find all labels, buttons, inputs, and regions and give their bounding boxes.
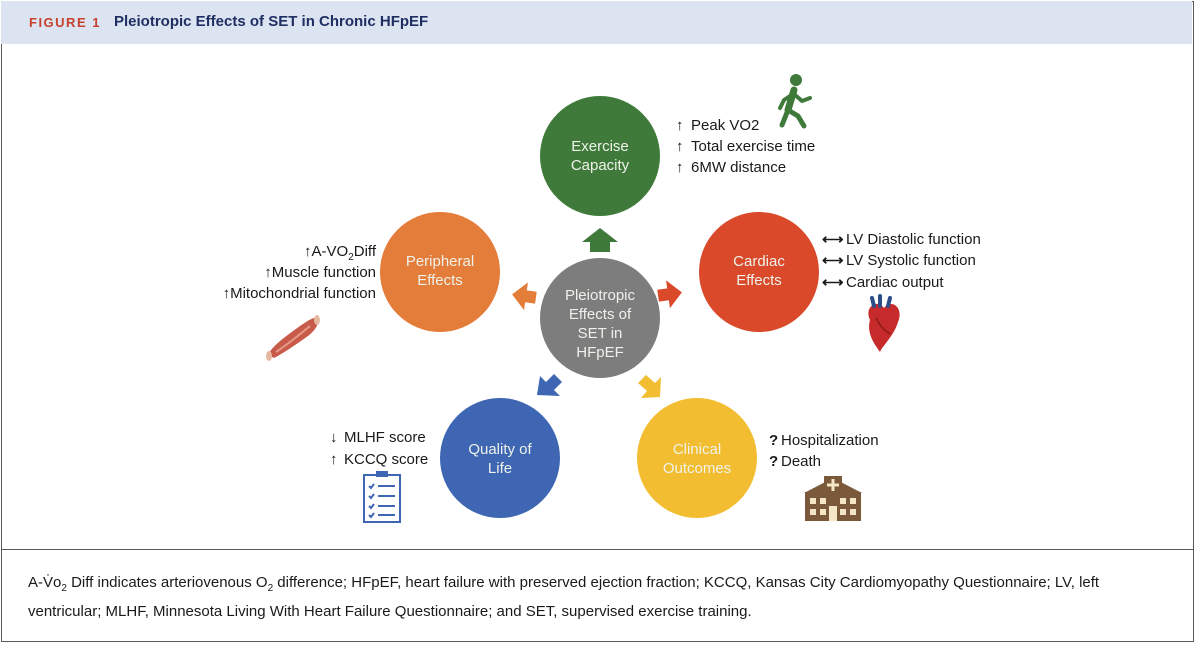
figure-label: FIGURE 1 (29, 15, 101, 30)
arrow-down-right (638, 375, 661, 398)
effect-text: ↑A-VO2Diff (304, 243, 377, 263)
quality-of-life-node: Quality of Life (440, 398, 560, 518)
peripheral-label-1: Peripheral (406, 253, 474, 270)
arrow-left (512, 282, 537, 311)
figure-title: Pleiotropic Effects of SET in Chronic HF… (114, 13, 429, 30)
muscle-icon (266, 315, 320, 361)
heart-icon (868, 294, 900, 352)
figure-caption: A-V̇o2 Diff indicates arteriovenous O2 d… (28, 571, 1168, 623)
effect-text: Death (781, 453, 821, 470)
caption-subscript: 2 (61, 583, 67, 594)
effect-symbol: ↑ (304, 243, 312, 260)
effect-text: LV Diastolic function (846, 231, 981, 248)
caption-part: difference; HFpEF, heart failure with pr… (28, 574, 1100, 620)
clinical-label-1: Clinical (673, 441, 721, 458)
quality-effects-list: ↓ MLHF score ↑ KCCQ score (330, 429, 428, 468)
exercise-label-2: Capacity (571, 157, 630, 174)
effect-symbol: ? (769, 432, 778, 449)
peripheral-effects-list: ↑A-VO2Diff ↑Muscle function ↑Mitochondri… (223, 243, 377, 302)
center-label-4: HFpEF (576, 344, 624, 361)
center-node: Pleiotropic Effects of SET in HFpEF (540, 258, 660, 378)
clinical-label-2: Outcomes (663, 460, 731, 477)
quality-label-1: Quality of (468, 441, 532, 458)
center-label-1: Pleiotropic (565, 287, 636, 304)
effect-text: LV Systolic function (846, 252, 976, 269)
cardiac-label-1: Cardiac (733, 253, 785, 270)
cardiac-effects-list: ⟷ LV Diastolic function ⟷ LV Systolic fu… (822, 231, 981, 291)
center-label-2: Effects of (569, 306, 632, 323)
arrow-down-left (537, 374, 562, 396)
effect-text: Hospitalization (781, 432, 879, 449)
caption-part: Diff indicates arteriovenous O (66, 574, 268, 591)
figure-header: FIGURE 1 Pleiotropic Effects of SET in C… (1, 1, 1192, 44)
cardiac-effects-node: Cardiac Effects (699, 212, 819, 332)
arrow-up (582, 228, 618, 252)
cardiac-label-2: Effects (736, 272, 782, 289)
effect-text: 6MW distance (691, 159, 786, 176)
effect-text: Total exercise time (691, 138, 815, 155)
effect-text: ↑Mitochondrial function (223, 285, 376, 302)
caption-divider (1, 549, 1194, 550)
effect-symbol: ⟷ (822, 274, 844, 291)
clinical-effects-list: ? Hospitalization ? Death (769, 432, 879, 470)
effect-symbol: ↑ (264, 264, 272, 281)
diagram: Pleiotropic Effects of SET in HFpEF Exer… (223, 74, 981, 523)
effect-symbol: ⟷ (822, 252, 844, 269)
effect-symbol: ↑ (330, 451, 338, 468)
effect-symbol: ? (769, 453, 778, 470)
caption-part: A- (28, 574, 43, 591)
caption-subscript: 2 (267, 583, 274, 594)
center-label-3: SET in (578, 325, 623, 342)
walking-person-icon (778, 74, 812, 129)
effect-text: KCCQ score (344, 451, 428, 468)
effect-text: Muscle function (272, 264, 376, 281)
peripheral-label-2: Effects (417, 272, 463, 289)
exercise-label-1: Exercise (571, 138, 629, 155)
effect-symbol: ↑ (223, 285, 231, 302)
checklist-icon (363, 471, 401, 523)
effect-symbol: ↓ (330, 429, 338, 446)
effect-text-pre: A-VO (312, 243, 349, 260)
effect-symbol: ↑ (676, 159, 684, 176)
exercise-capacity-node: Exercise Capacity (540, 96, 660, 216)
peripheral-effects-node: Peripheral Effects (380, 212, 500, 332)
effect-symbol: ↑ (676, 138, 684, 155)
clinical-outcomes-node: Clinical Outcomes (637, 398, 757, 518)
effect-text-post: Diff (354, 243, 377, 260)
effect-symbol: ⟷ (822, 231, 844, 248)
arrow-right (657, 280, 682, 309)
hospital-icon (804, 476, 862, 521)
exercise-effects-list: ↑ Peak VO2 ↑ Total exercise time ↑ 6MW d… (676, 117, 815, 176)
effect-text: ↑Muscle function (264, 264, 376, 281)
caption-part: o (53, 574, 62, 591)
effect-text: Cardiac output (846, 274, 944, 291)
effect-text: Peak VO2 (691, 117, 759, 134)
caption-part: V̇ (43, 574, 54, 591)
quality-label-2: Life (488, 460, 512, 477)
effect-text: Mitochondrial function (230, 285, 376, 302)
effect-text: MLHF score (344, 429, 426, 446)
effect-symbol: ↑ (676, 117, 684, 134)
effect-subscript: 2 (348, 252, 354, 263)
